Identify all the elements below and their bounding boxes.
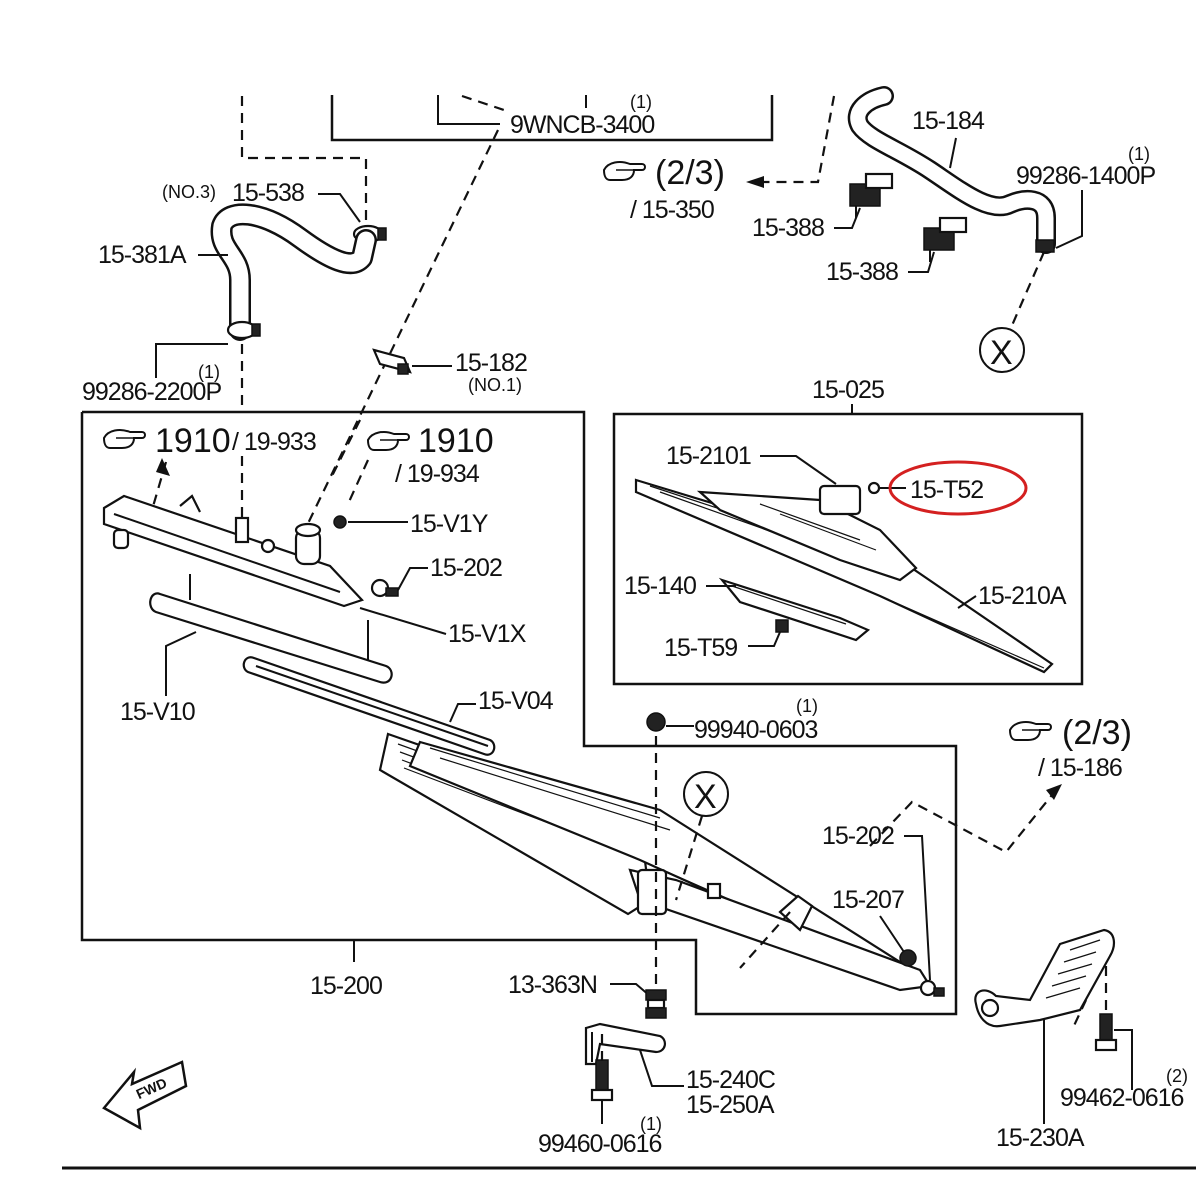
reference-hand-icon-d[interactable] [1009,721,1052,741]
left-guide [240,96,368,220]
qty-99462-0616: (2) [1166,1066,1188,1086]
bolt-99460-0616 [590,1059,614,1102]
main-assembly-box [80,410,958,1016]
bolt-99462-0616 [1094,1013,1118,1052]
label-99286-2200p: 99286-2200P [82,378,221,406]
label-15-207: 15-207 [832,886,904,914]
label-15-202-b: 15-202 [822,822,894,850]
label-99462-0616: 99462-0616 [1060,1084,1184,1112]
label-99286-1400p: 99286-1400P [1016,162,1155,190]
clip-15-202-a [370,578,399,598]
label-15-381a: 15-381A [98,241,187,269]
label-15-184: 15-184 [912,107,985,135]
qty-99940-0603: (1) [796,696,818,716]
top-box [330,94,774,142]
label-15-t52: 15-T52 [910,476,983,504]
strip-15-v04 [242,656,496,756]
top-part-qty: (1) [630,92,652,112]
label-15-v1x: 15-V1X [448,620,527,648]
connection-x-b: X [683,771,729,817]
label-15-388-b: 15-388 [826,258,898,286]
reference-hand-icon-a[interactable] [603,161,646,181]
svg-text:X: X [990,334,1013,372]
nozzle-15-v1y [333,515,347,529]
ref-2-3-b[interactable]: (2/3) [1062,714,1132,752]
label-99460-0616: 99460-0616 [538,1130,662,1158]
clamp-99286-2200p [226,320,261,340]
valve-15-388-a [849,172,894,218]
bracket-15-230a [974,928,1116,1028]
label-15-388-a: 15-388 [752,214,824,242]
label-13-363n: 13-363N [508,971,597,999]
clip-15-t59 [775,619,789,633]
clamp-99286-1400p [1035,239,1055,253]
connection-x-a: X [979,327,1025,373]
svg-text:X: X [694,778,717,816]
nut-99940-0603 [646,712,666,732]
bushing-13-363n [645,989,667,1019]
no3-label: (NO.3) [162,182,216,202]
ref-19-934[interactable]: / 19-934 [395,460,481,488]
reference-hand-icon-b[interactable] [103,429,146,449]
reference-hand-icon-c[interactable] [367,431,410,451]
qty-99286-1400p: (1) [1128,144,1150,164]
cap-15-207 [899,949,917,967]
clip-15-t52 [867,481,881,495]
label-15-t59: 15-T59 [664,634,737,662]
qty-99460-0616: (1) [640,1114,662,1134]
label-15-240c: 15-240C [686,1066,776,1094]
no1-label: (NO.1) [468,375,522,395]
label-15-2101: 15-2101 [666,442,751,470]
qty-99286-2200p: (1) [198,362,220,382]
clip-15-202-b [919,979,945,997]
label-15-202-a: 15-202 [430,554,502,582]
label-15-250a: 15-250A [686,1091,775,1119]
tube-15-v10 [149,574,393,684]
ref-2-3-a[interactable]: (2/3) [655,154,725,192]
label-15-v10: 15-V10 [120,698,195,726]
blade-assembly-detail [634,478,1054,674]
label-15-v1y: 15-V1Y [410,510,489,538]
ref-1910-a[interactable]: 1910 [155,422,231,460]
bracket-15-240c [584,1022,666,1066]
ref-19-933[interactable]: / 19-933 [232,428,317,456]
connector-15-182 [372,348,412,375]
label-15-538: 15-538 [232,179,304,207]
ref-15-350[interactable]: / 15-350 [630,196,715,224]
top-part-label: 9WNCB-3400 [510,111,654,139]
highlight-ring-15-t52 [888,460,1028,516]
nozzle-housing-15-v1x [102,494,364,608]
label-15-140: 15-140 [624,572,696,600]
label-15-230a: 15-230A [996,1124,1085,1152]
label-15-210a: 15-210A [978,582,1067,610]
ref-15-186[interactable]: / 15-186 [1038,754,1123,782]
valve-15-388-b [923,216,968,262]
label-15-025: 15-025 [812,376,884,404]
hose-15-184 [847,86,1056,254]
label-15-200: 15-200 [310,972,382,1000]
front-arrow-icon: FWD [102,1060,188,1131]
ref-1910-b[interactable]: 1910 [418,422,494,460]
label-15-v04: 15-V04 [478,687,554,715]
hose-15-381a [210,203,377,341]
detail-box-15-025 [612,412,1084,686]
label-15-182: 15-182 [455,349,527,377]
label-99940-0603: 99940-0603 [694,716,818,744]
